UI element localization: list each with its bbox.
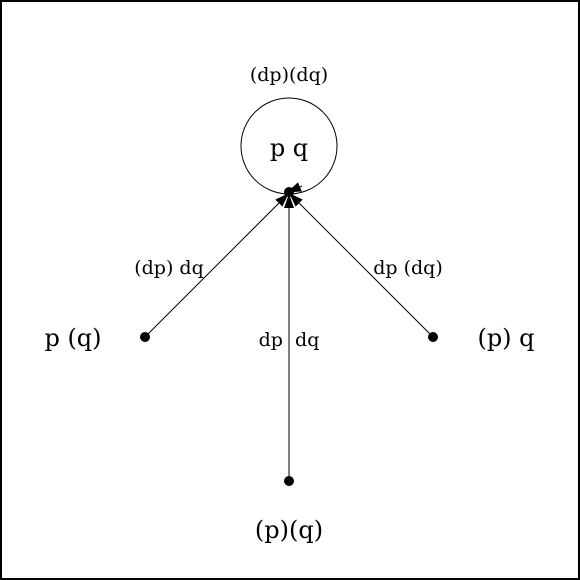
- edge-left-label: (dp) dq: [134, 257, 204, 279]
- edge-right-to-center: [289, 193, 434, 338]
- node-bottom-label: (p)(q): [255, 516, 323, 544]
- node-left-label: p (q): [44, 324, 101, 352]
- node-center-dot: [284, 187, 294, 197]
- node-center-label: p q: [270, 134, 308, 162]
- node-right-label: (p) q: [477, 324, 534, 352]
- edge-right-label: dp (dq): [373, 257, 443, 279]
- edge-left-to-center: [144, 193, 289, 338]
- node-left-dot: [140, 332, 150, 342]
- node-bottom-dot: [284, 476, 294, 486]
- edge-bottom-label: dp dq: [259, 329, 320, 351]
- node-right-dot: [428, 332, 438, 342]
- loop-label: (dp)(dq): [250, 64, 328, 86]
